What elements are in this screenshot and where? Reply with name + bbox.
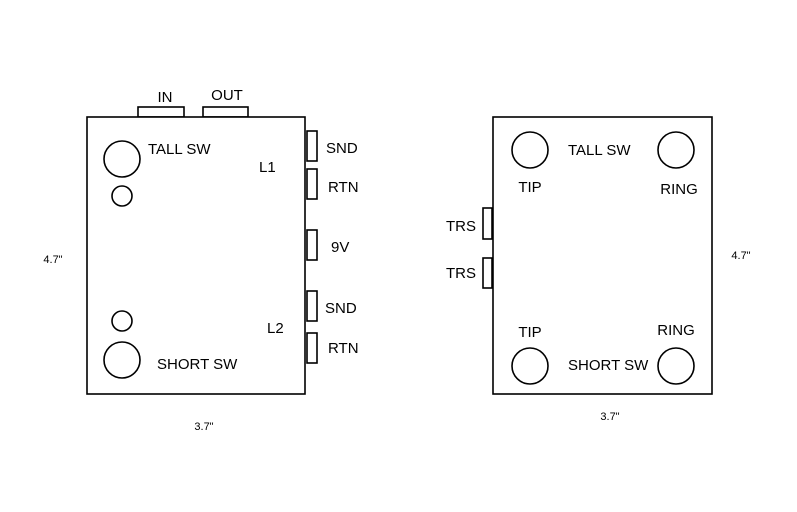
tip-bottom-circle bbox=[511, 347, 549, 385]
right-enclosure: TRS TRS TALL SW SHORT SW TIP RING TIP RI… bbox=[446, 116, 751, 423]
ring-top-circle bbox=[657, 131, 695, 169]
rtn-jack-1 bbox=[306, 168, 318, 200]
trs-jack-2 bbox=[482, 257, 493, 289]
snd-label-1: SND bbox=[326, 140, 358, 157]
in-jack-label: IN bbox=[158, 89, 173, 106]
power-jack bbox=[306, 229, 318, 261]
tip-top-label: TIP bbox=[518, 179, 541, 196]
short-switch-label-right: SHORT SW bbox=[568, 357, 649, 374]
rtn-label-1: RTN bbox=[328, 179, 359, 196]
short-led bbox=[111, 310, 133, 332]
tip-bottom-label: TIP bbox=[518, 324, 541, 341]
right-width-dimension: 3.7" bbox=[600, 411, 619, 423]
left-width-dimension: 3.7" bbox=[194, 421, 213, 433]
trs-jack-1 bbox=[482, 207, 493, 240]
short-switch-label: SHORT SW bbox=[157, 356, 238, 373]
out-jack-label: OUT bbox=[211, 87, 243, 104]
rtn-jack-2 bbox=[306, 332, 318, 364]
left-enclosure: IN OUT SND RTN 9V SND RTN TALL SW SHORT … bbox=[43, 87, 358, 433]
snd-jack-2 bbox=[306, 290, 318, 322]
out-jack bbox=[202, 106, 249, 118]
tall-switch-label: TALL SW bbox=[148, 141, 211, 158]
left-height-dimension: 4.7" bbox=[43, 254, 62, 266]
loop-1-label: L1 bbox=[259, 159, 276, 176]
tall-switch-label-right: TALL SW bbox=[568, 142, 631, 159]
rtn-label-2: RTN bbox=[328, 340, 359, 357]
ring-bottom-circle bbox=[657, 347, 695, 385]
ring-bottom-label: RING bbox=[657, 322, 695, 339]
trs-label-1: TRS bbox=[446, 218, 476, 235]
in-jack bbox=[137, 106, 185, 118]
trs-label-2: TRS bbox=[446, 265, 476, 282]
snd-label-2: SND bbox=[325, 300, 357, 317]
tall-footswitch bbox=[103, 140, 141, 178]
tip-top-circle bbox=[511, 131, 549, 169]
snd-jack-1 bbox=[306, 130, 318, 162]
tall-led bbox=[111, 185, 133, 207]
loop-2-label: L2 bbox=[267, 320, 284, 337]
power-label: 9V bbox=[331, 239, 349, 256]
ring-top-label: RING bbox=[660, 181, 698, 198]
short-footswitch bbox=[103, 341, 141, 379]
right-height-dimension: 4.7" bbox=[731, 250, 750, 262]
